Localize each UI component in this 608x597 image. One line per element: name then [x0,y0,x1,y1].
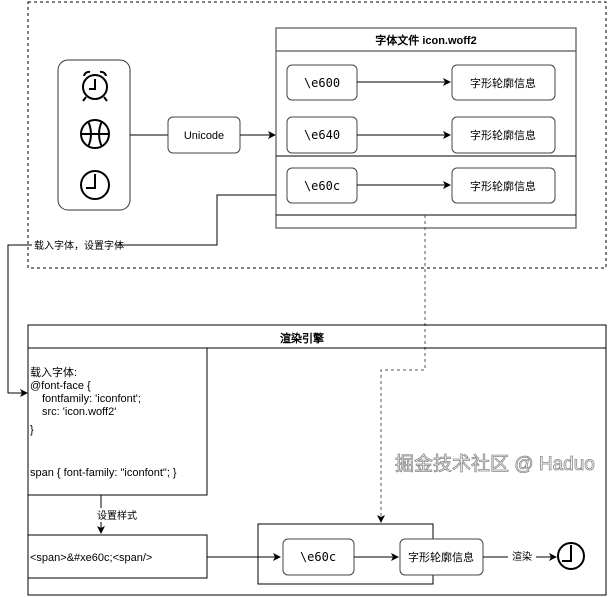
load-label: 载入字体，设置字体 [34,239,124,252]
render-label: 渲染 [512,550,532,563]
css-code: 载入字体: @font-face { fontfamily: 'iconfont… [30,365,177,479]
glyph-lookup-connector [377,215,426,523]
code-label: \e640 [304,128,340,142]
css-box [27,347,208,496]
render-code-label: \e60c [300,550,336,564]
css-line: 载入字体: [30,365,77,379]
glyph-label: 字形轮廓信息 [470,179,536,193]
glyph-label: 字形轮廓信息 [470,76,536,90]
render-glyph-label: 字形轮廓信息 [408,550,474,564]
css-line: span { font-family: "iconfont"; } [30,467,177,479]
font-region [27,1,607,269]
font-file-title: 字体文件 icon.woff2 [375,33,476,47]
css-line: fontfamily: 'iconfont'; [42,393,141,405]
span-box [27,534,208,579]
set-style-label: 设置样式 [97,509,137,522]
css-line: src: 'icon.woff2' [42,406,116,418]
glyph-row-e640: \e640 字形轮廓信息 [286,116,556,154]
css-line: } [30,424,34,436]
render-engine-title: 渲染引擎 [280,331,324,345]
glyph-label: 字形轮廓信息 [470,128,536,142]
glyph-row-e60c: \e60c 字形轮廓信息 [286,167,556,204]
font-file-box [275,27,577,229]
basketball-icon [80,119,110,149]
clock-icon [80,170,110,200]
watermark: 掘金技术社区 @ Haduo [395,453,595,475]
glyph-row-e600: \e600 字形轮廓信息 [286,64,556,101]
span-code: <span>&#xe60c;<span/> [30,552,152,564]
alarm-clock-icon [82,70,108,102]
code-label: \e60c [304,179,340,193]
code-label: \e600 [304,76,340,90]
clock-icon [557,542,585,570]
unicode-label: Unicode [184,130,224,142]
css-line: @font-face { [30,380,91,392]
